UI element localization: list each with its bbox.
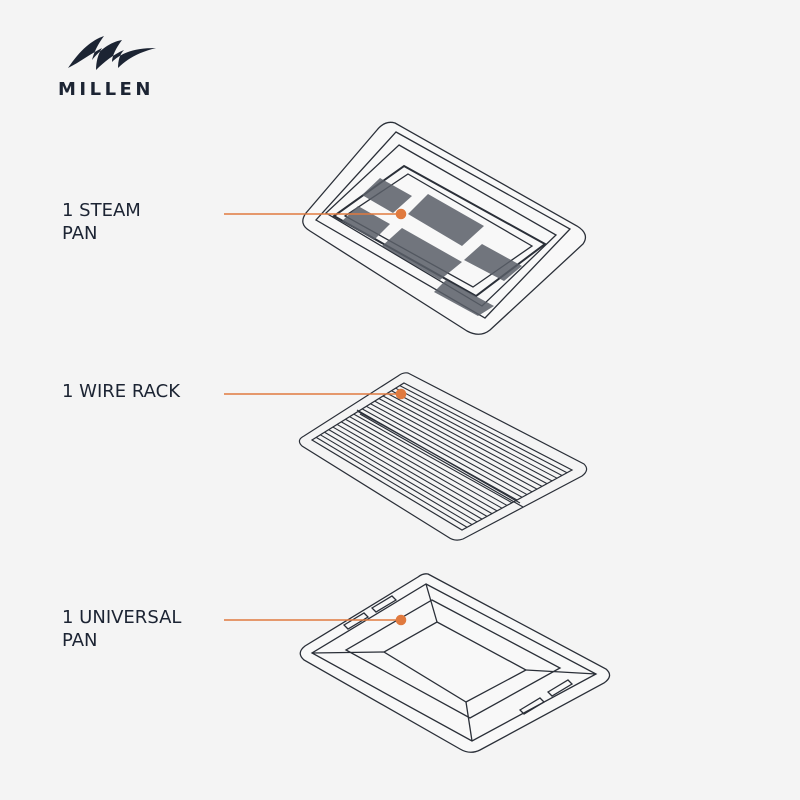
rack-bar: [366, 405, 528, 496]
steam-pan-dot: [395, 208, 407, 220]
wire-rack-drawing: [298, 372, 588, 541]
label-steam-pan-line1: 1 STEAM: [62, 200, 141, 221]
rack-bar: [395, 387, 563, 476]
rack-bar: [374, 400, 538, 490]
rack-bar: [328, 429, 483, 520]
label-steam-pan-line2: PAN: [62, 223, 98, 244]
label-universal-pan-line2: PAN: [62, 630, 98, 651]
universal-pan-dot: [395, 614, 407, 626]
rack-bar: [345, 418, 503, 509]
rack-bar: [361, 408, 523, 498]
rack-bar: [357, 411, 518, 501]
rack-bar: [399, 385, 568, 474]
rack-bar: [336, 423, 493, 515]
label-universal-pan-line1: 1 UNIVERSAL: [62, 607, 182, 628]
label-steam-pan: 1 STEAM PAN: [62, 199, 141, 245]
rack-bar: [378, 398, 543, 487]
rack-bar: [391, 390, 558, 479]
brand-name: MILLEN: [58, 79, 154, 100]
steam-pan-drawing: [302, 121, 587, 335]
rack-bar: [340, 421, 498, 512]
rack-bar: [320, 434, 473, 526]
wire-rack-dot: [395, 388, 407, 400]
universal-pan-drawing: [299, 573, 611, 753]
label-wire-rack: 1 WIRE RACK: [62, 380, 180, 403]
rack-bar: [382, 395, 548, 485]
rack-bar: [324, 431, 478, 523]
rack-bar: [370, 403, 533, 493]
rack-bar: [387, 392, 553, 482]
rack-bar: [349, 416, 508, 506]
rack-bar: [332, 426, 488, 517]
leader-lines: [224, 208, 407, 626]
label-wire-rack-line1: 1 WIRE RACK: [62, 381, 181, 402]
millen-wave-logo: [68, 36, 156, 70]
label-universal-pan: 1 UNIVERSAL PAN: [62, 606, 181, 652]
rack-bar: [315, 436, 468, 528]
rack-bar: [353, 413, 513, 504]
